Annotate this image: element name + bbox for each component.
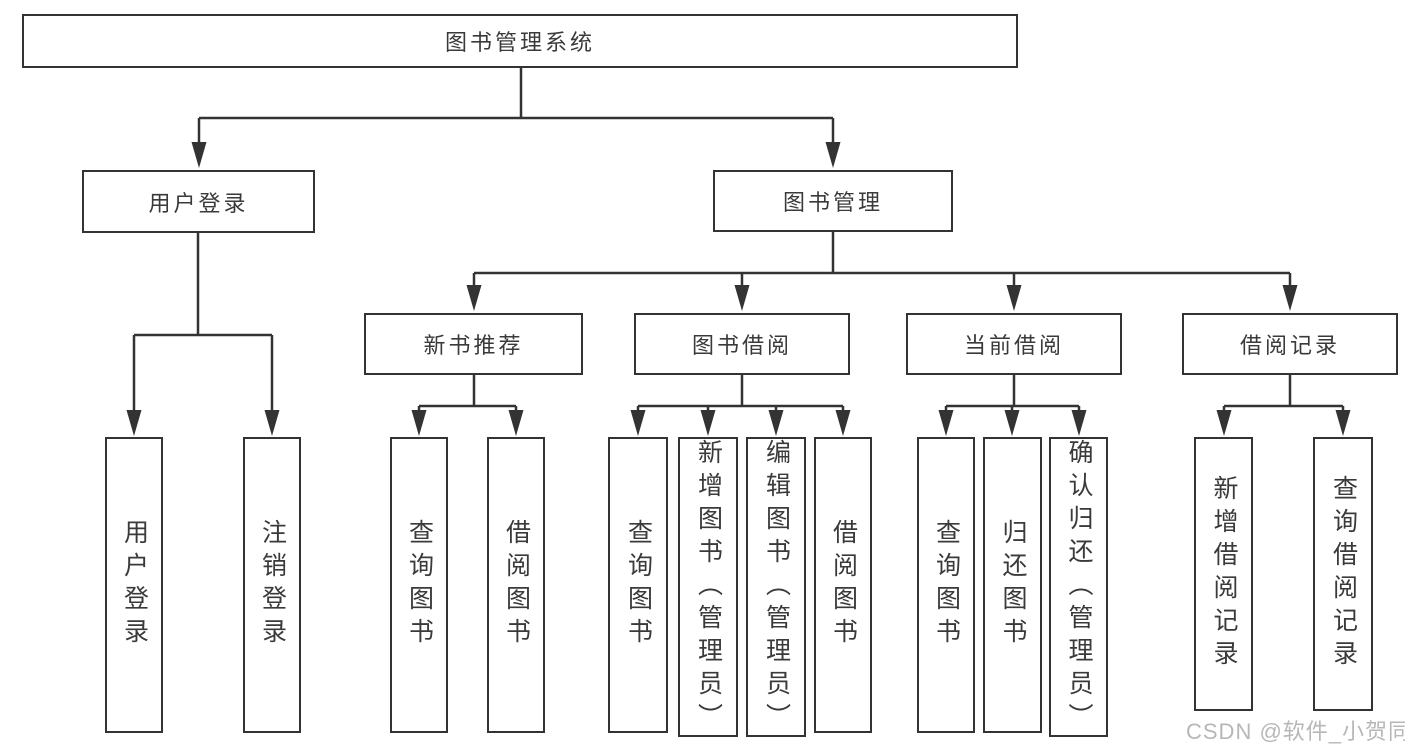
leaf-user-login-label: 用户登录: [120, 519, 149, 651]
leaf-query-books-borrow: 查询图书: [608, 437, 668, 733]
connector-book-borrow-children: [630, 375, 851, 436]
node-user-login-label: 用户登录: [148, 190, 249, 216]
leaf-user-login: 用户登录: [105, 437, 163, 733]
leaf-query-books-recommend-label: 查询图书: [405, 519, 434, 651]
leaf-add-books-admin: 新增图书（管理员）: [678, 437, 738, 737]
node-book-borrow-label: 图书借阅: [691, 333, 792, 358]
leaf-borrow-books-recommend: 借阅图书: [487, 437, 545, 733]
leaf-add-borrow-record-label: 新增借阅记录: [1210, 475, 1238, 673]
csdn-watermark: CSDN @软件_小贺同学: [1186, 719, 1405, 744]
connector-new-book-children: [411, 375, 524, 436]
leaf-query-books-borrow-label: 查询图书: [624, 519, 653, 651]
leaf-query-borrow-record-label: 查询借阅记录: [1329, 475, 1358, 673]
node-book-borrow: 图书借阅: [634, 313, 850, 375]
node-current-borrow-label: 当前借阅: [963, 333, 1064, 358]
leaf-return-books-label: 归还图书: [999, 519, 1027, 651]
leaf-borrow-books-borrow-label: 借阅图书: [829, 519, 858, 651]
connector-root-to-level2: [191, 68, 841, 168]
node-borrow-records-label: 借阅记录: [1239, 333, 1340, 358]
leaf-query-books-recommend: 查询图书: [390, 437, 448, 733]
node-current-borrow: 当前借阅: [906, 313, 1122, 375]
leaf-borrow-books-recommend-label: 借阅图书: [502, 519, 531, 651]
leaf-edit-books-admin-label: 编辑图书（管理员）: [762, 439, 791, 736]
leaf-edit-books-admin: 编辑图书（管理员）: [746, 437, 806, 737]
node-root-label: 图书管理系统: [444, 30, 595, 55]
leaf-confirm-return-admin: 确认归还（管理员）: [1049, 437, 1108, 737]
node-borrow-records: 借阅记录: [1182, 313, 1398, 375]
node-book-management-label: 图书管理: [782, 190, 883, 215]
connector-borrow-record-children: [1216, 375, 1351, 436]
node-root: 图书管理系统: [22, 14, 1018, 68]
node-book-management: 图书管理: [713, 170, 953, 232]
leaf-add-books-admin-label: 新增图书（管理员）: [694, 439, 723, 736]
leaf-query-borrow-record: 查询借阅记录: [1313, 437, 1373, 711]
leaf-logout-login-label: 注销登录: [258, 519, 287, 651]
connector-book-management-children: [466, 232, 1298, 311]
connector-current-borrow-children: [938, 375, 1087, 436]
node-new-book-recommend-label: 新书推荐: [423, 333, 524, 358]
node-user-login: 用户登录: [82, 170, 315, 233]
leaf-logout-login: 注销登录: [243, 437, 301, 733]
leaf-borrow-books-borrow: 借阅图书: [814, 437, 872, 733]
leaf-confirm-return-admin-label: 确认归还（管理员）: [1065, 439, 1093, 736]
leaf-query-books-current: 查询图书: [917, 437, 975, 733]
connector-user-login-children: [126, 233, 280, 436]
leaf-add-borrow-record: 新增借阅记录: [1194, 437, 1253, 711]
node-new-book-recommend: 新书推荐: [364, 313, 583, 375]
leaf-return-books: 归还图书: [983, 437, 1042, 733]
leaf-query-books-current-label: 查询图书: [932, 519, 961, 651]
